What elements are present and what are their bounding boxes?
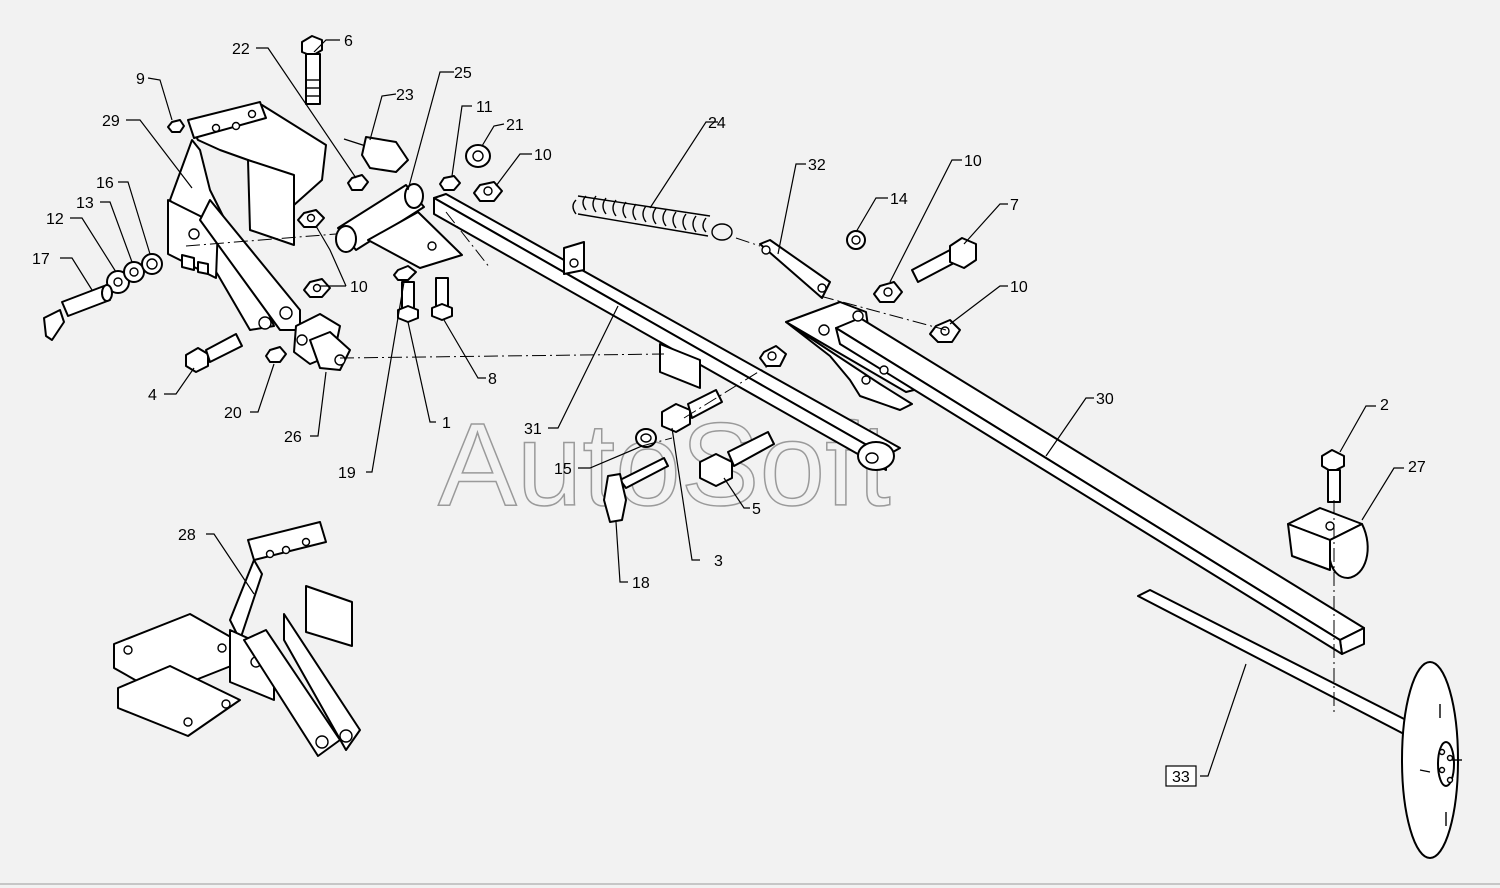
clip-27[interactable] [1287,507,1369,579]
label-6: 6 [344,33,353,50]
label-28: 28 [178,527,196,544]
washer-14[interactable] [846,230,866,250]
label-12: 12 [46,211,64,228]
nut-22[interactable] [347,174,369,191]
bolt-8[interactable] [431,277,453,321]
label-9: 9 [136,71,145,88]
pin-18[interactable] [603,457,669,523]
label-26: 26 [284,429,302,446]
link-32[interactable] [759,239,831,299]
leader-lines [60,39,1404,777]
label-14: 14 [890,191,908,208]
nut-11[interactable] [439,175,461,191]
label-24: 24 [708,115,726,132]
label-10-b: 10 [350,279,368,296]
nut-10-right-b[interactable] [929,319,961,343]
label-20: 20 [224,405,242,422]
spring-24[interactable] [572,195,733,241]
label-19: 19 [338,465,356,482]
label-13: 13 [76,195,94,212]
pin-17[interactable] [43,284,113,341]
part-labels: 6 9 22 23 25 11 21 10 29 16 13 12 17 10 … [32,33,1426,787]
alignment-lines [185,211,1335,712]
label-21: 21 [506,117,524,134]
nut-10-right-a[interactable] [873,281,903,303]
bracket-29[interactable] [167,101,327,331]
label-4: 4 [148,387,157,404]
bolt-2[interactable] [1321,449,1345,503]
label-32: 32 [808,157,826,174]
label-15: 15 [554,461,572,478]
bolt-7[interactable] [911,237,977,283]
label-18: 18 [632,575,650,592]
label-7: 7 [1010,197,1019,214]
bolt-4[interactable] [185,333,243,373]
nut-10-left[interactable] [297,209,325,228]
nut-9[interactable] [167,119,185,133]
washer-16[interactable] [141,253,163,275]
nut-21[interactable] [465,144,491,168]
bolt-6[interactable] [301,35,323,105]
nut-20[interactable] [265,346,287,363]
label-2: 2 [1380,397,1389,414]
label-29: 29 [102,113,120,130]
marker-pole-33[interactable] [1137,589,1462,859]
label-3: 3 [714,553,723,570]
washer-15[interactable] [635,428,657,448]
label-8: 8 [488,371,497,388]
label-11: 11 [476,99,493,116]
label-25: 25 [454,65,472,82]
knob-23[interactable] [343,136,409,173]
label-10-c: 10 [964,153,982,170]
nut-10-mid[interactable] [303,278,331,298]
bar-30[interactable] [785,301,1365,655]
label-17: 17 [32,251,50,268]
nut-10-top[interactable] [473,181,503,202]
label-5: 5 [752,501,761,518]
label-22: 22 [232,41,250,58]
label-1: 1 [442,415,451,432]
label-33: 33 [1172,769,1190,786]
beam-31[interactable] [433,193,901,471]
nut-19[interactable] [393,265,417,281]
label-10-d: 10 [1010,279,1028,296]
washer-12[interactable] [106,270,130,294]
label-33-box [1165,765,1197,787]
label-16: 16 [96,175,114,192]
label-27: 27 [1408,459,1426,476]
label-30: 30 [1096,391,1114,408]
nut-10-beam[interactable] [759,345,787,367]
bracket-28[interactable] [113,521,361,757]
washer-13[interactable] [123,261,145,283]
label-31: 31 [524,421,542,438]
label-10-a: 10 [534,147,552,164]
pivot-tube-25[interactable] [335,183,463,269]
bolt-5[interactable] [699,431,775,487]
clevis-26[interactable] [293,313,351,371]
label-23: 23 [396,87,414,104]
